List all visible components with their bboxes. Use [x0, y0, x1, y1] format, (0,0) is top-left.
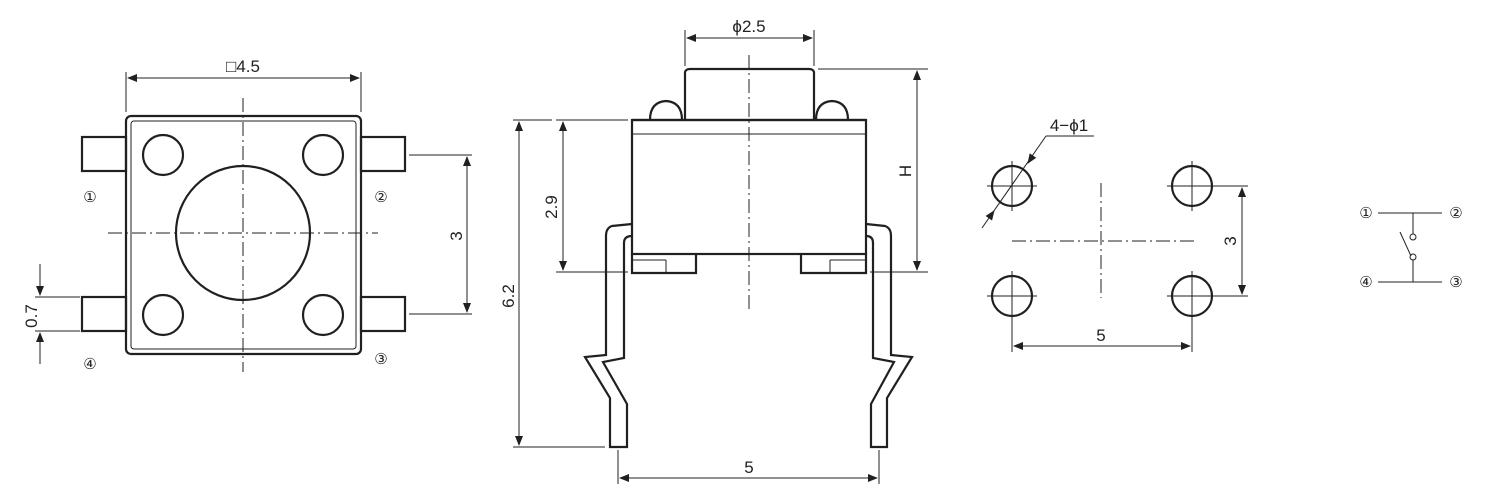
pin-spacing-label: 3 [447, 231, 466, 240]
top-pin-label-2: ② [374, 189, 387, 206]
top-view: □4.5 3 0.7 ① ② ③ ④ [22, 57, 472, 373]
pcb-layout: 4−ϕ1 3 5 [981, 116, 1248, 352]
schematic-pin-label-4: ④ [1359, 274, 1372, 291]
lead-4 [80, 295, 128, 333]
switch-contact-top [1409, 233, 1417, 241]
side-view: ϕ2.5 H 2.9 6.2 5 [499, 17, 928, 484]
pcb-horizontal-label: 5 [1096, 326, 1105, 345]
switch-contact-bottom [1409, 253, 1417, 261]
top-pin-label-4: ④ [83, 356, 96, 373]
lead-width-label: 0.7 [22, 304, 41, 328]
base-standoffs [630, 254, 868, 275]
pin-pitch-label: 5 [744, 458, 753, 477]
schematic-pin-label-1: ① [1359, 205, 1372, 222]
corner-boss-1 [141, 133, 185, 177]
lead-2 [359, 135, 407, 173]
corner-boss-4 [141, 293, 185, 337]
pcb-vertical-label: 3 [1221, 236, 1240, 245]
corner-boss-2 [301, 133, 345, 177]
schematic-pin-label-2: ② [1449, 205, 1462, 222]
corner-boss-3 [301, 293, 345, 337]
lead-right [865, 222, 914, 449]
top-pin-label-1: ① [83, 189, 96, 206]
plunger-diameter-label: ϕ2.5 [732, 17, 765, 36]
lead-left [583, 222, 633, 449]
actuator-height-label: H [896, 165, 915, 177]
top-pin-label-3: ③ [374, 351, 387, 368]
schematic-pin-label-3: ③ [1449, 274, 1462, 291]
switch-arm [1399, 231, 1412, 257]
side-bump-left [648, 99, 684, 121]
lead-3 [359, 295, 407, 333]
lead-1 [80, 135, 128, 173]
total-height-label: 6.2 [499, 284, 518, 308]
body-size-label: □4.5 [226, 57, 260, 76]
schematic: ① ② ④ ③ [1359, 205, 1462, 291]
side-bump-right [814, 99, 850, 121]
body-height-label: 2.9 [542, 195, 561, 219]
pcb-hole-label: 4−ϕ1 [1050, 116, 1088, 135]
